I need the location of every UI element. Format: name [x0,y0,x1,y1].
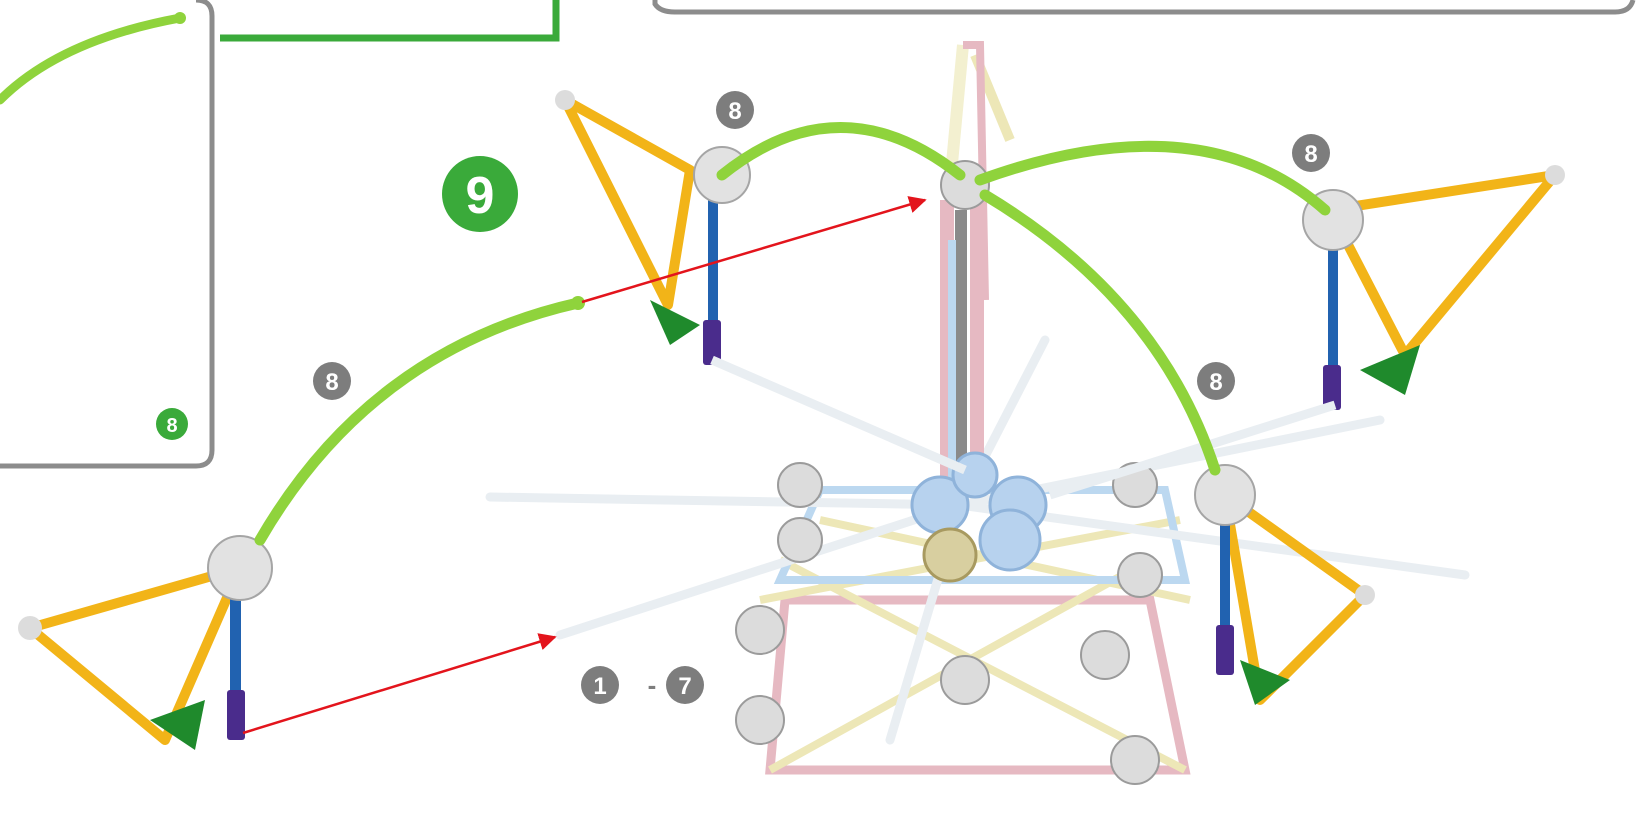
callout-badge: 8 [716,91,754,129]
step-number: 9 [466,167,495,225]
inset-connector-part [0,13,185,105]
assembly-arrows [242,196,927,735]
inset-badge-label: 8 [166,415,177,437]
swing-arm-front-left [18,535,273,750]
callout-badge: 8 [1292,134,1330,172]
flex-connectors [254,122,1331,546]
swing-arm-back-right [1048,165,1565,500]
step-range-badge: 1 - 7 [581,666,704,704]
arrow-swing-to-spoke [242,633,557,735]
step-number-badge: 9 [442,156,518,232]
callout-label: 8 [325,369,338,396]
swing-arm-front-right [1194,464,1375,705]
range-end: 7 [678,673,691,700]
callout-label: 8 [728,98,741,125]
callout-badge: 8 [313,362,351,400]
range-separator: - [648,670,657,700]
inset-frame [0,0,215,469]
top-panel-frame [652,0,1636,15]
callout-badge: 8 [1197,362,1235,400]
step-header-bracket [220,0,560,42]
arrow-connector-to-hub [581,196,927,304]
callout-label: 8 [1304,141,1317,168]
inset-panel: 8 [0,0,215,469]
carousel-base-assembly [485,41,1470,785]
inset-badge: 8 [156,408,188,440]
callout-label: 8 [1209,369,1222,396]
range-start: 1 [593,673,606,700]
